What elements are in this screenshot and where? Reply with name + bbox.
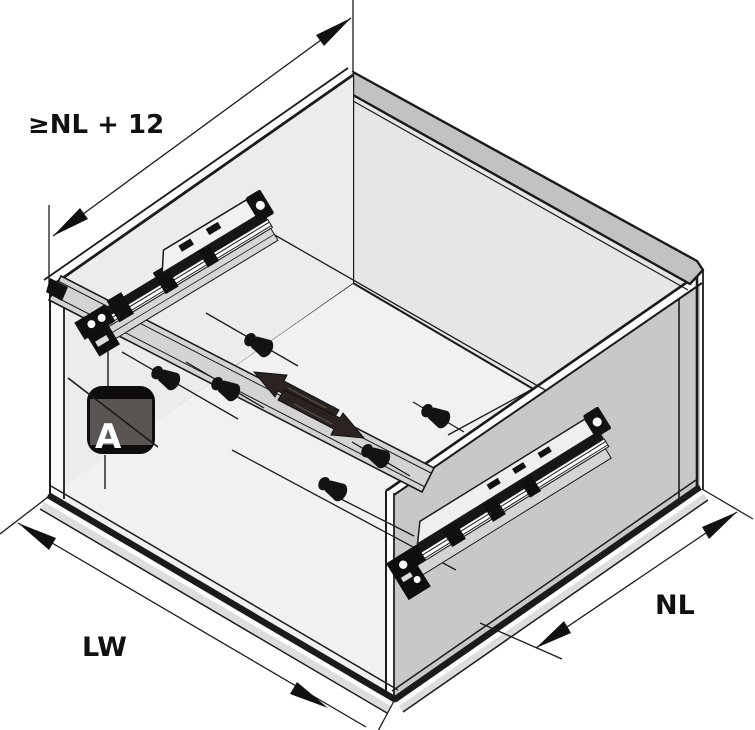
runner-front-bracket [386, 544, 431, 601]
mounting-pin-icon [151, 365, 181, 391]
plinth-strip-right [399, 494, 708, 712]
drawer-runner-right [386, 407, 612, 601]
drawer-runner-left [74, 190, 279, 357]
width-label: LW [82, 632, 127, 663]
dimension-arrow-icon [290, 682, 328, 708]
mounting-pin-icon [361, 443, 391, 469]
mounting-pin-icon [211, 376, 241, 402]
mounting-pin-icon [421, 403, 451, 429]
rail-end-cap [46, 278, 68, 301]
dimension-arrow-icon [18, 523, 56, 550]
slide-direction-arrows-icon [252, 371, 366, 439]
dimension-arrow-icon [536, 621, 571, 648]
runner-front-bracket [74, 304, 120, 357]
dimension-depth: NL [479, 488, 754, 660]
detail-marker-label: A [95, 417, 122, 457]
mounting-pin-icon [318, 476, 348, 502]
mounting-pins [151, 332, 451, 502]
dimension-arrow-icon [53, 208, 88, 236]
top-clearance-label: ≥NL + 12 [28, 110, 164, 140]
dimension-arrow-icon [702, 512, 737, 539]
detail-marker-badge: A [67, 345, 159, 489]
dimension-width: LW [0, 496, 395, 730]
mounting-pin-icon [244, 332, 274, 358]
depth-label: NL [655, 590, 695, 621]
plinth-strip-left [40, 502, 391, 713]
dimension-arrow-icon [316, 18, 351, 46]
dimension-top-clearance: ≥NL + 12 [28, 0, 354, 285]
